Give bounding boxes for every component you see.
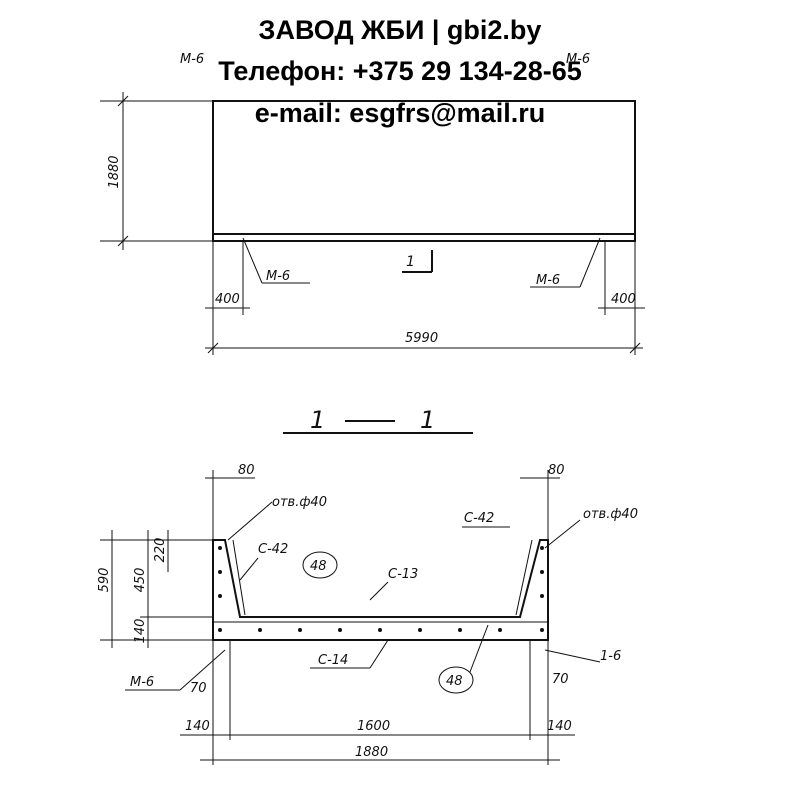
leader-line	[369, 639, 389, 669]
section-title-left: 1	[310, 406, 325, 434]
dim-70-right: 70	[552, 672, 569, 687]
detail-circle-bottom	[438, 666, 474, 694]
dim-140-left: 140	[185, 719, 210, 734]
dim-tick	[117, 235, 129, 247]
anchor-m6: М-6	[130, 675, 154, 690]
trough-profile	[212, 539, 549, 641]
plan-offset-right: 400	[611, 292, 636, 307]
dim-140-side: 140	[133, 619, 148, 644]
leader-line	[242, 237, 263, 284]
leader-line	[179, 649, 226, 691]
mesh-c42-left-line	[232, 539, 246, 616]
dim-tick	[117, 95, 129, 107]
mesh-c42-right-line	[515, 539, 533, 616]
mesh-c42-right: С-42	[464, 511, 494, 526]
dim-140-right: 140	[547, 719, 572, 734]
plan-outline	[212, 100, 636, 242]
dim-220: 220	[153, 538, 168, 563]
rebar-dots	[218, 546, 544, 632]
plan-corner-right: М-6	[566, 52, 590, 67]
detail-circle-top	[302, 551, 338, 579]
plan-view: 1880 М-6 М-6 М-6 М-6 1 400 400 5990	[100, 52, 645, 355]
mesh-c14: С-14	[318, 653, 348, 668]
leader-line	[369, 581, 389, 601]
anchor-1-6: 1-6	[600, 649, 621, 664]
section-mark: 1	[406, 254, 415, 270]
plan-anchor-left: М-6	[266, 269, 290, 284]
dim-tick	[629, 342, 641, 354]
dim-450: 450	[133, 568, 148, 593]
plan-height-dim: 1880	[107, 155, 122, 188]
plan-length-dim: 5990	[405, 331, 438, 346]
dim-1880: 1880	[355, 745, 388, 760]
leader-line	[544, 519, 581, 549]
dim-tick	[207, 342, 219, 354]
leader-line	[239, 557, 259, 581]
mesh-c13: С-13	[388, 567, 418, 582]
hole-left: отв.ф40	[272, 495, 327, 510]
leader-line	[227, 501, 273, 541]
dim-80-left: 80	[238, 463, 255, 478]
plan-offset-left: 400	[215, 292, 240, 307]
detail-48-bottom: 48	[446, 674, 463, 689]
dim-1600: 1600	[357, 719, 390, 734]
section-title-right: 1	[420, 406, 435, 434]
leader-line	[579, 237, 601, 288]
leader-line	[544, 649, 601, 663]
plan-anchor-right: М-6	[536, 273, 560, 288]
phone-number: Телефон: +375 29 134-28-65	[218, 56, 582, 86]
company-name: ЗАВОД ЖБИ | gbi2.by	[258, 15, 542, 45]
dim-80-right: 80	[548, 463, 565, 478]
email-address: e-mail: esgfrs@mail.ru	[254, 98, 546, 128]
plan-corner-left: М-6	[180, 52, 204, 67]
hole-right: отв.ф40	[583, 507, 638, 522]
section-title: 1 1	[283, 406, 473, 434]
leader-line	[469, 624, 489, 673]
dim-70-left: 70	[190, 681, 207, 696]
cross-section: 80 80 отв.ф40 отв.ф40 С-42 С-42 С-13 С-1…	[97, 463, 638, 765]
dim-590: 590	[97, 568, 112, 593]
detail-48-top: 48	[310, 559, 327, 574]
mesh-c42-left: С-42	[258, 542, 288, 557]
